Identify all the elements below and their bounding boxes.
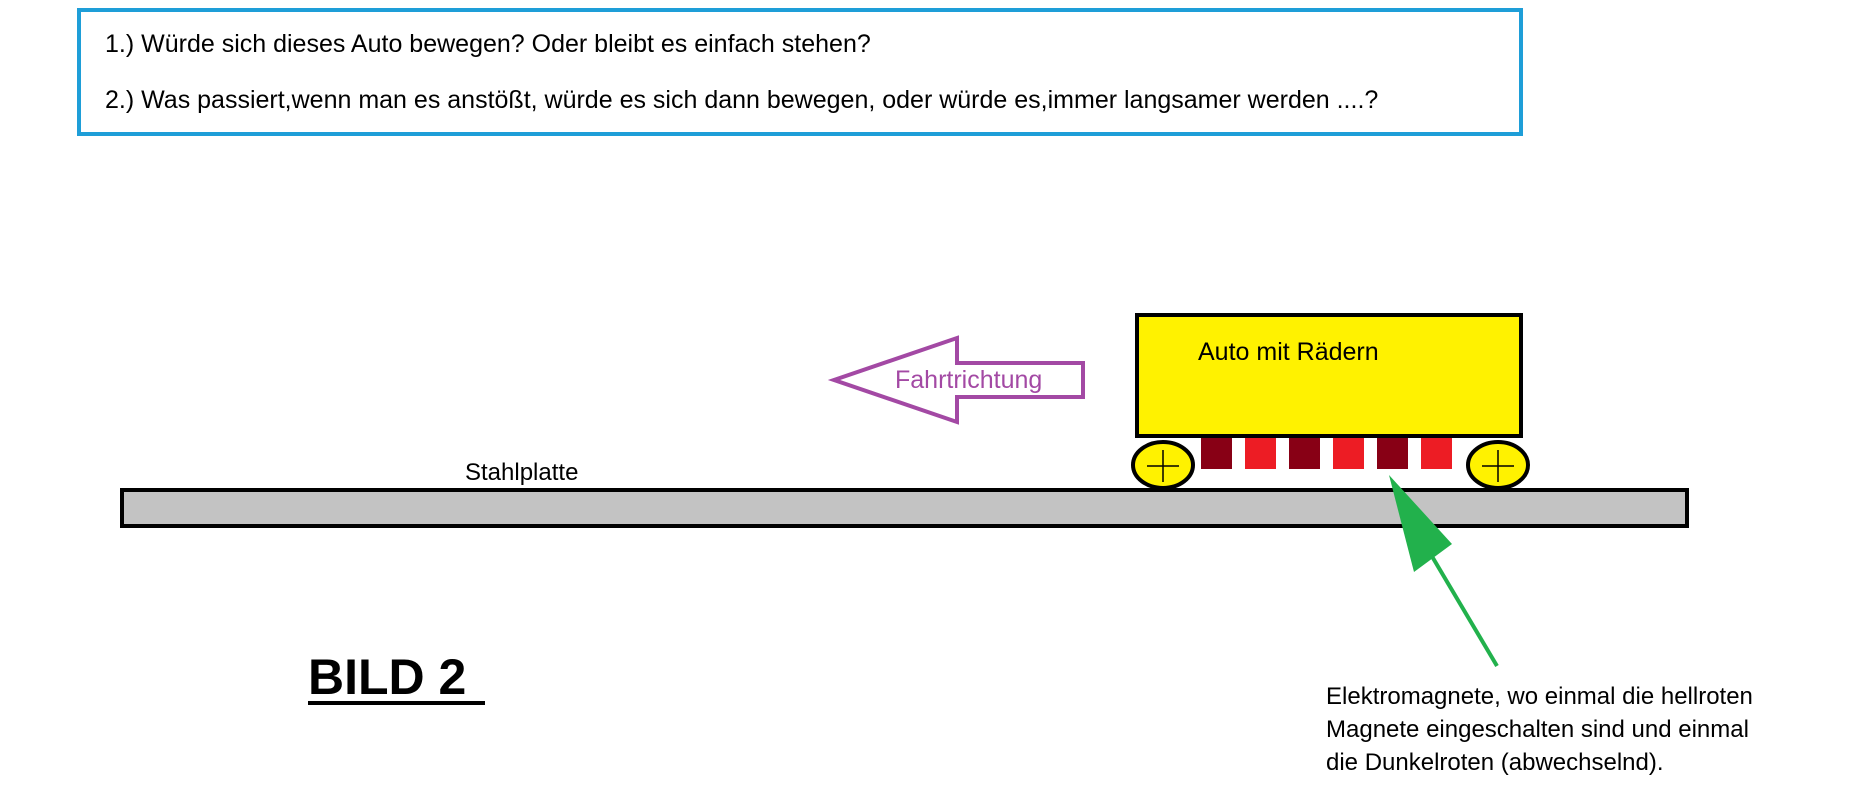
car-body xyxy=(1135,313,1523,438)
electromagnets xyxy=(1201,438,1452,469)
car-label: Auto mit Rädern xyxy=(1198,338,1379,366)
electromagnet-light-6 xyxy=(1421,438,1452,469)
steel-plate xyxy=(120,488,1689,528)
question-1: 1.) Würde sich dieses Auto bewegen? Oder… xyxy=(105,30,871,58)
plate-label: Stahlplatte xyxy=(465,459,578,486)
direction-label: Fahrtrichtung xyxy=(895,366,1042,394)
right-wheel xyxy=(1466,440,1530,490)
electromagnet-dark-3 xyxy=(1289,438,1320,469)
electromagnet-dark-5 xyxy=(1377,438,1408,469)
magnet-note-line-1: Elektromagnete, wo einmal die hellroten xyxy=(1326,683,1753,710)
question-2: 2.) Was passiert,wenn man es anstößt, wü… xyxy=(105,86,1379,114)
electromagnet-light-4 xyxy=(1333,438,1364,469)
question-box: 1.) Würde sich dieses Auto bewegen? Oder… xyxy=(77,8,1523,136)
magnet-note-line-2: Magnete eingeschalten sind und einmal xyxy=(1326,716,1749,743)
pointer-arrow xyxy=(1389,475,1499,668)
magnet-note-line-3: die Dunkelroten (abwechselnd). xyxy=(1326,749,1664,776)
left-wheel xyxy=(1131,440,1195,490)
electromagnet-dark-1 xyxy=(1201,438,1232,469)
figure-label: BILD 2 xyxy=(308,649,466,705)
electromagnet-light-2 xyxy=(1245,438,1276,469)
direction-arrow xyxy=(827,335,1085,425)
